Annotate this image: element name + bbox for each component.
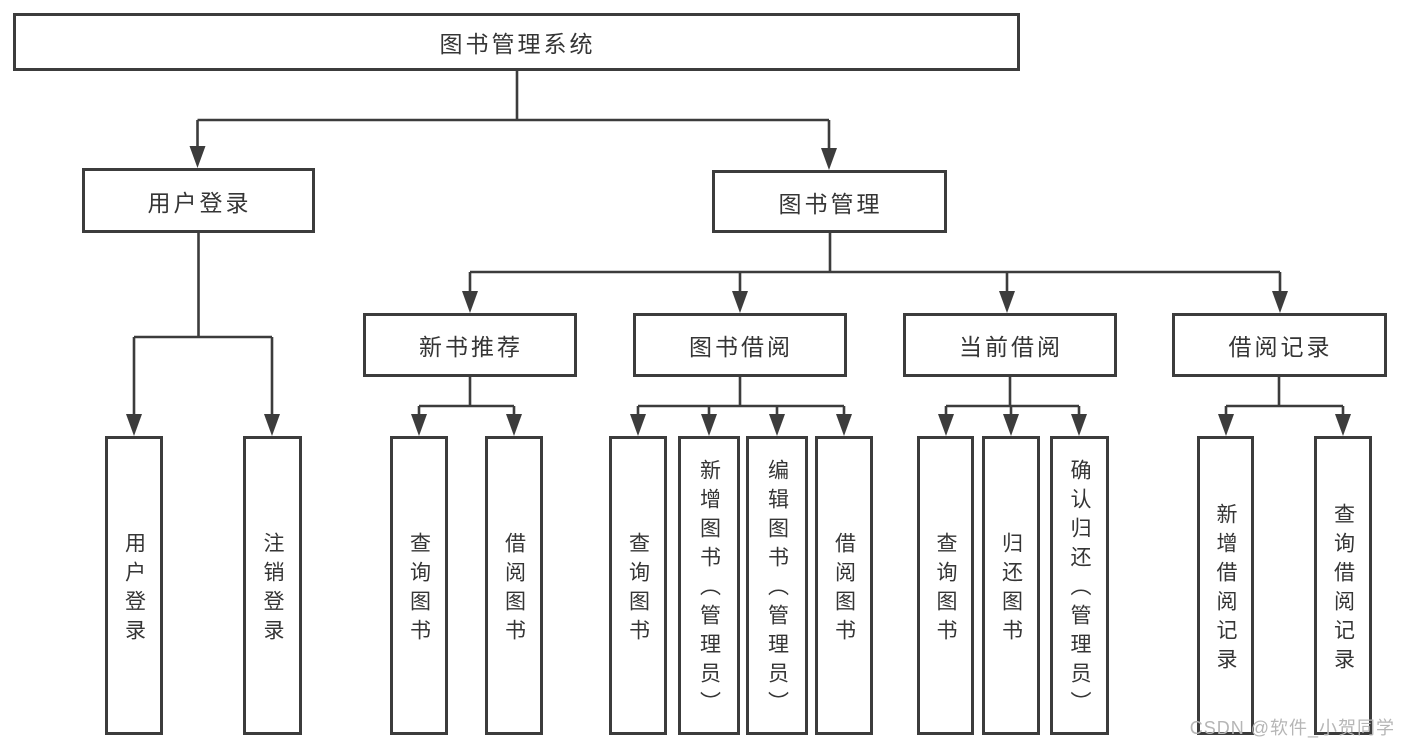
node-borrow-records-label: 借阅记录 [1228, 334, 1333, 360]
leaf-borrowing-borrow-books-label: 借阅图书 [832, 531, 856, 648]
leaf-current-return-books-label: 归还图书 [999, 531, 1023, 648]
leaf-records-query-record-label: 查询借阅记录 [1331, 502, 1355, 677]
leaf-recommend-borrow-books: 借阅图书 [485, 436, 543, 735]
node-book-borrowing-label: 图书借阅 [689, 334, 793, 360]
node-user-login: 用户登录 [82, 168, 315, 233]
node-current-borrowing-label: 当前借阅 [959, 334, 1063, 360]
leaf-records-query-record: 查询借阅记录 [1314, 436, 1372, 735]
leaf-borrowing-borrow-books: 借阅图书 [815, 436, 873, 735]
leaf-logout-login: 注销登录 [243, 436, 302, 735]
leaf-current-confirm-return-admin-label: 确认归还（管理员） [1068, 459, 1091, 720]
leaf-borrowing-query-books-label: 查询图书 [626, 531, 650, 648]
leaf-logout-login-label: 注销登录 [261, 531, 284, 648]
leaf-recommend-borrow-books-label: 借阅图书 [502, 531, 526, 648]
leaf-user-login-label: 用户登录 [122, 531, 146, 648]
node-borrow-records: 借阅记录 [1172, 313, 1387, 377]
leaf-recommend-query-books: 查询图书 [390, 436, 448, 735]
csdn-watermark: CSDN @软件_小贺同学 [1189, 718, 1395, 738]
node-current-borrowing: 当前借阅 [903, 313, 1117, 377]
leaf-user-login: 用户登录 [105, 436, 163, 735]
leaf-current-return-books: 归还图书 [982, 436, 1040, 735]
leaf-current-query-books: 查询图书 [917, 436, 974, 735]
leaf-current-query-books-label: 查询图书 [934, 531, 957, 648]
leaf-records-add-record: 新增借阅记录 [1197, 436, 1254, 735]
leaf-current-confirm-return-admin: 确认归还（管理员） [1050, 436, 1109, 735]
node-new-book-recommend: 新书推荐 [363, 313, 577, 377]
node-book-management: 图书管理 [712, 170, 947, 233]
leaf-borrowing-add-books-admin: 新增图书（管理员） [678, 436, 740, 735]
leaf-records-add-record-label: 新增借阅记录 [1214, 502, 1237, 677]
leaf-recommend-query-books-label: 查询图书 [407, 531, 431, 648]
leaf-borrowing-add-books-admin-label: 新增图书（管理员） [697, 459, 721, 720]
leaf-borrowing-query-books: 查询图书 [609, 436, 667, 735]
leaf-borrowing-edit-books-admin: 编辑图书（管理员） [746, 436, 808, 735]
node-user-login-label: 用户登录 [147, 189, 252, 216]
node-library-system: 图书管理系统 [13, 13, 1020, 71]
node-library-system-label: 图书管理系统 [439, 31, 596, 57]
node-book-borrowing: 图书借阅 [633, 313, 847, 377]
arrowheads [126, 146, 1351, 436]
node-new-book-recommend-label: 新书推荐 [419, 334, 523, 360]
leaf-borrowing-edit-books-admin-label: 编辑图书（管理员） [765, 459, 789, 720]
node-book-management-label: 图书管理 [778, 190, 883, 217]
